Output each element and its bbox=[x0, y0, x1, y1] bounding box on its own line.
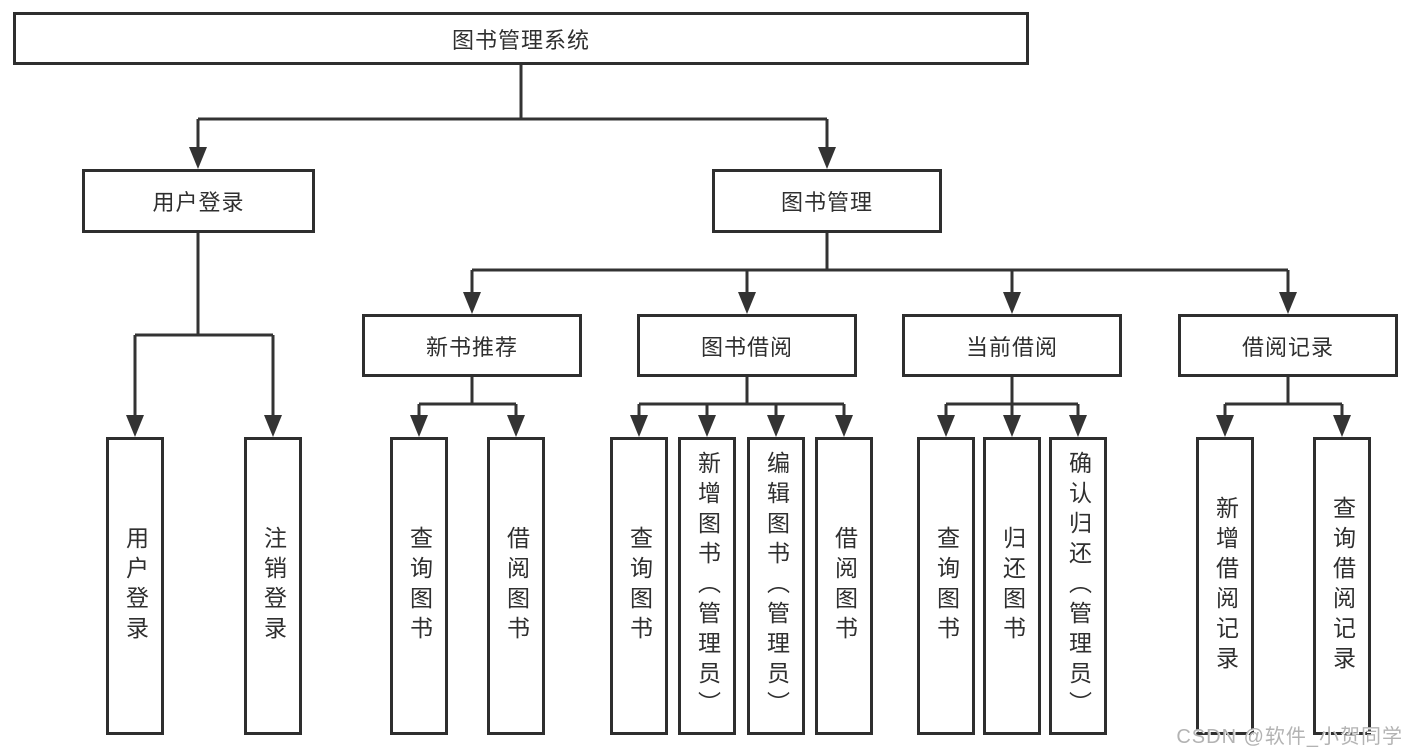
leaf-label: 借阅图书 bbox=[831, 526, 858, 646]
leaf-return-book: 归还图书 bbox=[983, 437, 1041, 735]
arrowhead-icon bbox=[1003, 292, 1021, 314]
leaf-query-borrow-record: 查询借阅记录 bbox=[1313, 437, 1371, 735]
leaf-label: 编辑图书（管理员） bbox=[763, 451, 790, 721]
leaf-user-login: 用户登录 bbox=[106, 437, 164, 735]
leaf-borrow-books-recommend: 借阅图书 bbox=[487, 437, 545, 735]
leaf-query-books-recommend: 查询图书 bbox=[390, 437, 448, 735]
leaf-label: 查询借阅记录 bbox=[1329, 496, 1356, 676]
node-label: 用户登录 bbox=[152, 190, 245, 215]
leaf-confirm-return-admin: 确认归还（管理员） bbox=[1049, 437, 1107, 735]
arrowhead-icon bbox=[937, 415, 955, 437]
arrowhead-icon bbox=[1069, 415, 1087, 437]
leaf-label: 归还图书 bbox=[999, 526, 1026, 646]
arrowhead-icon bbox=[1333, 415, 1351, 437]
leaf-logout: 注销登录 bbox=[244, 437, 302, 735]
node-borrowing-records: 借阅记录 bbox=[1178, 314, 1398, 377]
leaf-add-book-admin: 新增图书（管理员） bbox=[678, 437, 736, 735]
node-label: 当前借阅 bbox=[965, 334, 1058, 360]
leaf-query-books-borrowing: 查询图书 bbox=[610, 437, 668, 735]
leaf-label: 新增图书（管理员） bbox=[694, 451, 721, 721]
leaf-label: 新增借阅记录 bbox=[1212, 496, 1239, 676]
leaf-label: 确认归还（管理员） bbox=[1065, 451, 1092, 721]
leaf-label: 用户登录 bbox=[122, 526, 149, 646]
arrowhead-icon bbox=[738, 292, 756, 314]
arrowhead-icon bbox=[126, 415, 144, 437]
arrowhead-icon bbox=[264, 415, 282, 437]
node-book-borrowing: 图书借阅 bbox=[637, 314, 857, 377]
arrowhead-icon bbox=[630, 415, 648, 437]
node-book-management: 图书管理 bbox=[712, 169, 942, 233]
arrowhead-icon bbox=[507, 415, 525, 437]
connector-path bbox=[133, 65, 1344, 418]
watermark: CSDN @软件_小贺同学 bbox=[1176, 726, 1403, 747]
node-label: 新书推荐 bbox=[425, 334, 518, 360]
arrowhead-icon bbox=[463, 292, 481, 314]
node-label: 图书管理 bbox=[780, 190, 873, 215]
node-current-borrowing: 当前借阅 bbox=[902, 314, 1122, 377]
leaf-borrow-books-borrowing: 借阅图书 bbox=[815, 437, 873, 735]
leaf-label: 查询图书 bbox=[406, 526, 433, 646]
node-user-login: 用户登录 bbox=[82, 169, 315, 233]
arrowhead-icon bbox=[410, 415, 428, 437]
leaf-label: 查询图书 bbox=[626, 526, 653, 646]
leaf-query-books-current: 查询图书 bbox=[917, 437, 975, 735]
node-label: 借阅记录 bbox=[1241, 334, 1334, 360]
arrowhead-icon bbox=[767, 415, 785, 437]
leaf-label: 借阅图书 bbox=[503, 526, 530, 646]
leaf-label: 注销登录 bbox=[260, 526, 287, 646]
arrowhead-icon bbox=[818, 147, 836, 169]
leaf-edit-book-admin: 编辑图书（管理员） bbox=[747, 437, 805, 735]
arrowhead-icon bbox=[189, 147, 207, 169]
leaf-label: 查询图书 bbox=[933, 526, 960, 646]
arrowhead-icon bbox=[835, 415, 853, 437]
node-label: 图书借阅 bbox=[700, 334, 793, 360]
node-root: 图书管理系统 bbox=[13, 12, 1029, 65]
arrowhead-icon bbox=[1279, 292, 1297, 314]
arrowhead-icon bbox=[698, 415, 716, 437]
arrowhead-icon bbox=[1003, 415, 1021, 437]
arrowhead-icon bbox=[1216, 415, 1234, 437]
node-root-label: 图书管理系统 bbox=[451, 27, 590, 53]
node-new-book-recommendation: 新书推荐 bbox=[362, 314, 582, 377]
leaf-add-borrow-record: 新增借阅记录 bbox=[1196, 437, 1254, 735]
